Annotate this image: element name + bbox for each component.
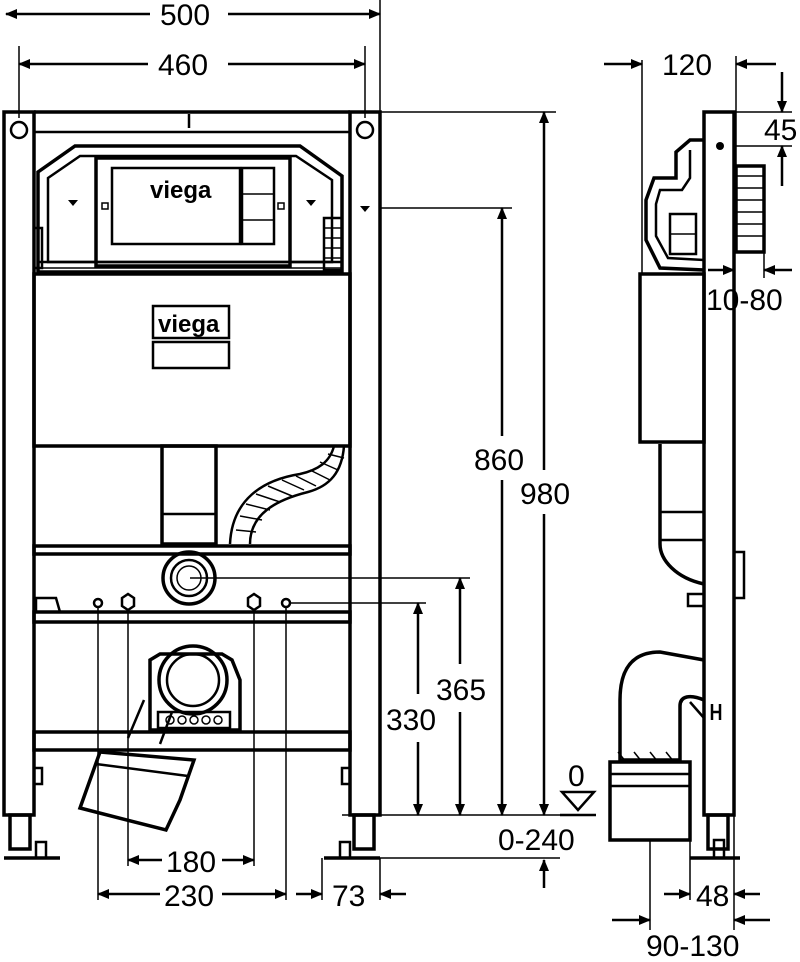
label-plate: [151, 304, 231, 340]
dim-0-240: 0-240: [498, 824, 575, 857]
dim-500: 500: [160, 0, 210, 32]
front-view: viega viega: [2, 110, 382, 860]
dim-120: 120: [662, 49, 712, 82]
rating-plate: [151, 340, 231, 370]
side-waste-bend: [618, 650, 705, 762]
bottom-rail: [32, 730, 352, 752]
dim-48: 48: [696, 880, 729, 913]
cross-rail: [32, 610, 352, 624]
stud-right-outer: [280, 597, 292, 609]
dim-460: 460: [158, 49, 208, 82]
right-clip: [322, 216, 344, 272]
dim-floor-zero: 0: [568, 760, 585, 793]
wall-adapter: [734, 164, 766, 254]
side-flush-pipe: [658, 444, 705, 586]
cistern-body: [32, 272, 352, 448]
side-tank-body: [638, 272, 706, 444]
dimension-lines: [5, 0, 792, 930]
dim-45: 45: [764, 114, 797, 147]
stud-left-inner: [120, 592, 136, 612]
right-upright: [348, 110, 382, 817]
left-foot: [4, 766, 60, 860]
side-tank-top: [644, 138, 705, 272]
floor-level-symbol: [559, 790, 597, 812]
left-mount-hole: [9, 120, 29, 140]
dim-330: 330: [386, 704, 436, 737]
waste-outlet: [148, 644, 242, 732]
dim-73: 73: [332, 880, 365, 913]
dim-90-130: 90-130: [646, 930, 739, 962]
dim-365: 365: [436, 674, 486, 707]
side-view: [608, 110, 766, 860]
body-logo: viega: [158, 311, 220, 338]
right-foot: [324, 766, 380, 860]
dim-10-80: 10-80: [706, 284, 783, 317]
flex-hose: [228, 445, 336, 545]
dim-980: 980: [520, 478, 570, 511]
dimension-labels: 500 460 980 860 365 330 180 230 73 0 0-2…: [158, 0, 797, 962]
side-foot: [706, 813, 730, 851]
right-mount-hole: [355, 120, 375, 140]
cistern-housing: [36, 144, 344, 274]
brand-logo: viega: [150, 177, 212, 204]
waste-pipe: [77, 699, 197, 833]
flush-pipe: [160, 444, 218, 546]
left-upright: [2, 110, 36, 817]
dim-860: 860: [474, 444, 524, 477]
dim-230: 230: [164, 880, 214, 913]
dim-180: 180: [166, 846, 216, 879]
stud-right-inner: [246, 592, 262, 612]
inspection-opening: [94, 156, 292, 268]
stud-left-outer: [92, 597, 104, 609]
